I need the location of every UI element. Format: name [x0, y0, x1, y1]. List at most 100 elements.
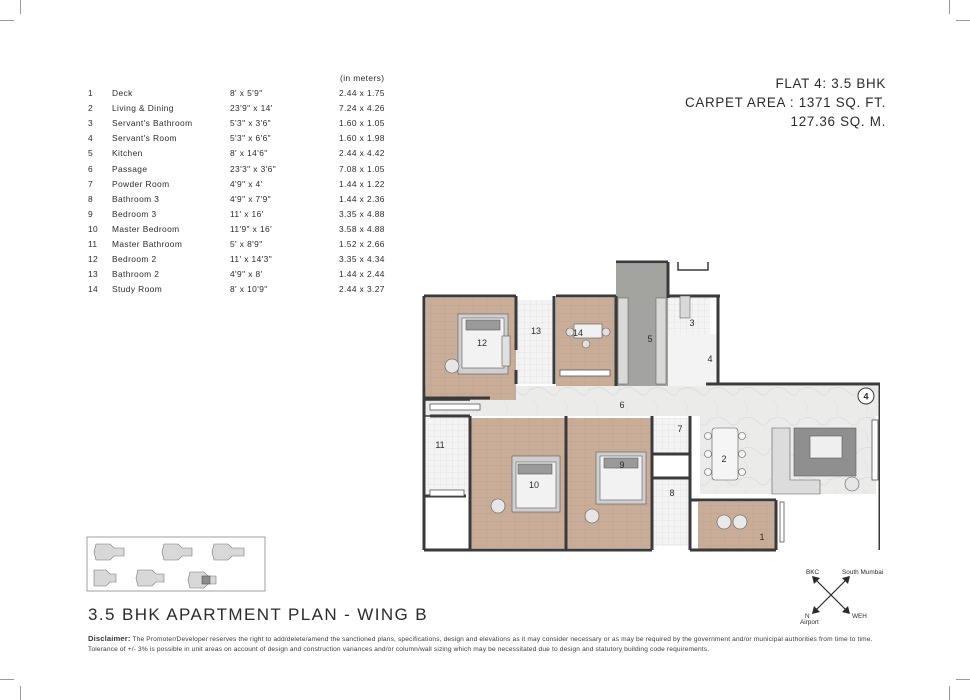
room-label: 4 — [707, 354, 712, 364]
room-size-meters: 2.44 x 4.42 — [339, 148, 385, 159]
room-size-meters: 3.58 x 4.88 — [339, 223, 385, 234]
room-label: 1 — [759, 532, 764, 542]
room-name: Servant's Room — [112, 133, 177, 144]
plan-title: 3.5 BHK APARTMENT PLAN - WING B — [88, 605, 429, 624]
room-size-meters: 1.60 x 1.05 — [339, 118, 385, 129]
room-name: Master Bathroom — [112, 239, 183, 249]
powder-floor — [652, 418, 690, 452]
room-label: 5 — [647, 334, 652, 344]
crop-mark — [0, 20, 14, 21]
bath-8-floor — [652, 480, 690, 546]
room-name: Bathroom 3 — [112, 193, 160, 204]
room-size-feet: 8' x 5'9" — [230, 88, 263, 98]
bath-13-floor — [516, 300, 554, 384]
flat-info: FLAT 4: 3.5 BHK CARPET AREA : 1371 SQ. F… — [685, 74, 886, 131]
room-size-feet: 11' x 14'3" — [230, 254, 273, 265]
room-size-feet: 23'9" x 14' — [230, 103, 273, 114]
disclaimer-label: Disclaimer: — [88, 634, 131, 643]
room-name: Bathroom 2 — [112, 269, 160, 280]
room-name: Powder Room — [112, 178, 170, 189]
compass-airport: Airport — [800, 619, 819, 626]
carpet-area-sqm: 127.36 SQ. M. — [790, 114, 886, 129]
room-name: Master Bedroom — [112, 223, 180, 234]
room-size-feet: 4'9" x 8' — [230, 269, 263, 280]
table-row: 8 Bathroom 3 4'9" x 7'9" 1.44 x 2.36 — [88, 194, 408, 209]
room-size-feet: 8' x 10'9" — [230, 284, 268, 295]
room-size-meters: 1.44 x 1.22 — [339, 178, 385, 189]
room-size-meters: 1.44 x 2.36 — [339, 193, 385, 204]
crop-mark — [0, 679, 14, 680]
room-size-feet: 11' x 16' — [230, 208, 264, 219]
room-label: 14 — [573, 328, 583, 338]
crop-mark — [20, 0, 21, 14]
room-size-meters: 1.52 x 2.66 — [339, 239, 385, 249]
room-name: Servant's Bathroom — [112, 118, 193, 129]
bath-11-floor — [426, 418, 468, 494]
room-number: 4 — [88, 133, 94, 144]
room-size-meters: 2.44 x 1.75 — [339, 88, 385, 98]
table-row: 11 Master Bathroom 5' x 8'9" 1.52 x 2.66 — [88, 239, 408, 254]
room-label: 2 — [721, 454, 726, 464]
room-size-feet: 4'9" x 7'9" — [230, 193, 272, 204]
room-size-feet: 4'9" x 4' — [230, 178, 263, 189]
room-name: Bedroom 3 — [112, 208, 157, 219]
table-row: 2 Living & Dining 23'9" x 14' 7.24 x 4.26 — [88, 103, 408, 118]
room-number: 14 — [88, 284, 99, 295]
room-label: 11 — [435, 440, 444, 450]
flat-type: FLAT 4: 3.5 BHK — [775, 76, 886, 91]
room-size-feet: 11'9" x 16' — [230, 223, 273, 234]
room-number: 2 — [88, 103, 94, 114]
room-size-meters: 2.44 x 3.27 — [339, 284, 385, 295]
room-size-meters: 7.24 x 4.26 — [339, 103, 385, 114]
table-row: 3 Servant's Bathroom 5'3" x 3'6" 1.60 x 1.0… — [88, 118, 408, 133]
crop-mark — [956, 20, 970, 21]
disclaimer-text: The Promoter/Developer reserves the righ… — [88, 636, 873, 653]
room-name: Passage — [112, 163, 148, 174]
room-size-feet: 5' x 8'9" — [230, 239, 263, 249]
room-number: 8 — [88, 193, 94, 204]
room-label: 12 — [477, 338, 487, 348]
table-row: 13 Bathroom 2 4'9" x 8' 1.44 x 2.44 — [88, 269, 408, 284]
table-row: 12 Bedroom 2 11' x 14'3" 3.35 x 4.34 — [88, 254, 408, 269]
room-size-feet: 23'3" x 3'6" — [230, 163, 277, 174]
floor-plan: 12 13 14 5 3 4 6 11 10 9 7 2 8 1 4 — [422, 260, 880, 552]
carpet-area-sqft: CARPET AREA : 1371 SQ. FT. — [684, 95, 886, 110]
room-number: 10 — [88, 223, 99, 234]
room-number: 13 — [88, 269, 99, 280]
unit-header: (in meters) — [340, 73, 385, 83]
key-plan — [86, 536, 266, 592]
crop-mark — [956, 679, 970, 680]
room-label: 6 — [619, 400, 624, 410]
room-name: Kitchen — [112, 148, 143, 159]
compass-south-mumbai: South Mumbai — [842, 569, 883, 576]
room-size-meters: 1.44 x 2.44 — [339, 269, 385, 280]
room-number: 11 — [88, 239, 98, 249]
room-name: Deck — [112, 88, 133, 98]
room-size-feet: 5'3" x 3'6" — [230, 118, 272, 129]
room-name: Bedroom 2 — [112, 254, 157, 265]
room-size-meters: 3.35 x 4.34 — [339, 254, 385, 265]
room-label: 13 — [531, 326, 541, 336]
room-number: 12 — [88, 254, 99, 265]
room-number: 1 — [88, 88, 94, 98]
key-plan-highlight — [201, 575, 211, 585]
room-label: 8 — [669, 488, 674, 498]
room-number: 5 — [88, 148, 94, 159]
room-number: 6 — [88, 163, 94, 174]
room-number: 3 — [88, 118, 94, 129]
room-label: 3 — [689, 318, 694, 328]
room-size-feet: 5'3" x 6'6" — [230, 133, 272, 144]
table-row: 10 Master Bedroom 11'9" x 16' 3.58 x 4.88 — [88, 224, 408, 239]
compass-north: N — [805, 613, 810, 620]
crop-mark — [949, 686, 950, 700]
disclaimer: Disclaimer: The Promoter/Developer reser… — [88, 634, 888, 654]
room-label: 10 — [529, 480, 539, 490]
compass-weh: WEH — [852, 613, 867, 620]
room-name: Living & Dining — [112, 103, 174, 114]
room-number: 9 — [88, 208, 94, 219]
